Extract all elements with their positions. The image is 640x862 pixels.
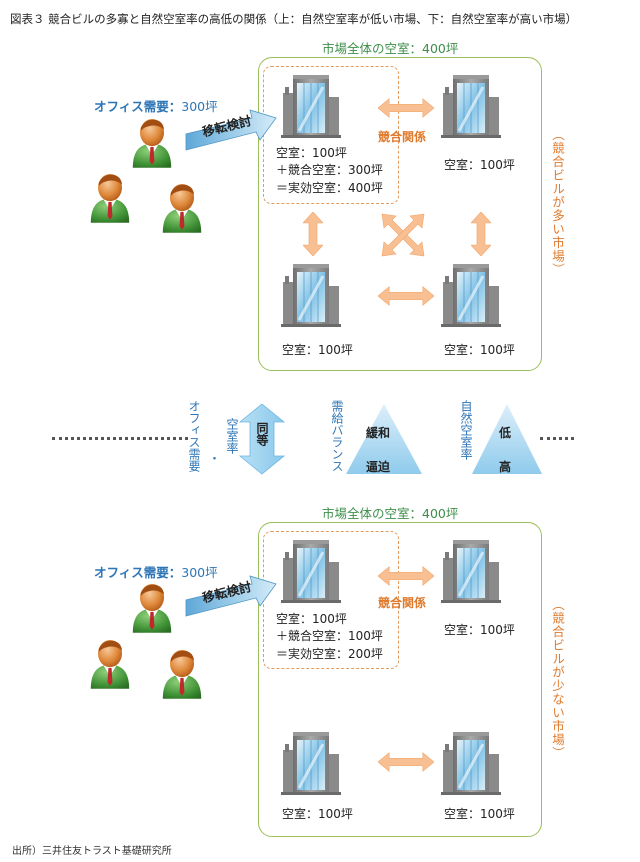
building-icon: [440, 730, 502, 796]
triangle-balance-icon: [346, 404, 422, 474]
person-icon: [128, 115, 176, 171]
natural-vacancy-label: 自然空室率: [459, 400, 473, 460]
middle-dot: ・: [207, 452, 221, 464]
triangle-top-label: 緩和: [366, 426, 391, 440]
building-icon: [280, 73, 342, 139]
source-note: 出所）三井住友トラスト基礎研究所: [12, 846, 172, 857]
top-market-title: 市場全体の空室：400坪: [322, 41, 459, 56]
triangle-low-label: 低: [499, 426, 512, 440]
person-icon: [86, 170, 134, 226]
bottom-demand-value: 300坪: [181, 565, 218, 580]
building-icon: [280, 538, 342, 604]
triangle-vacancy-icon: [472, 404, 542, 474]
competition-arrow-icon: [378, 286, 434, 306]
bottom-vacancy-br: 空室：100坪: [444, 807, 515, 821]
equal-arrow-icon: [238, 403, 286, 475]
top-office-demand: オフィス需要：300坪: [94, 96, 218, 115]
person-icon: [128, 580, 176, 636]
top-demand-label: オフィス需要：: [94, 99, 182, 114]
bottom-vacancy-tr: 空室：100坪: [444, 623, 515, 637]
top-vacancy-br: 空室：100坪: [444, 343, 515, 357]
dotted-divider-left: [52, 437, 188, 442]
vacancy-line: ＝実効空室：400坪: [276, 180, 383, 195]
competition-arrow-icon: [378, 98, 434, 118]
competition-arrow-icon: [471, 212, 491, 256]
vacancy-line: ＋競合空室：100坪: [276, 629, 383, 644]
vacancy-line: ＝実効空室：200坪: [276, 646, 383, 661]
bottom-main-vacancy: 空室：100坪 ＋競合空室：100坪 ＝実効空室：200坪: [276, 611, 383, 663]
building-icon: [440, 73, 502, 139]
competition-arrow-icon: [378, 752, 434, 772]
top-demand-value: 300坪: [181, 99, 218, 114]
top-side-note: （競合ビルが多い市場）: [550, 128, 565, 277]
competition-arrow-icon: [378, 566, 434, 586]
triangle-high-label: 高: [499, 460, 512, 474]
person-icon: [158, 180, 206, 236]
bottom-vacancy-bl: 空室：100坪: [282, 807, 353, 821]
person-icon: [86, 636, 134, 692]
building-icon: [440, 538, 502, 604]
bottom-market-title: 市場全体の空室：400坪: [322, 506, 459, 521]
equal-label: 同等: [255, 422, 269, 446]
building-icon: [440, 262, 502, 328]
cross-arrows-icon: [381, 213, 425, 257]
top-main-vacancy: 空室：100坪 ＋競合空室：300坪 ＝実効空室：400坪: [276, 145, 383, 197]
top-vacancy-tr: 空室：100坪: [444, 158, 515, 172]
bottom-side-note: （競合ビルが少ない市場）: [550, 598, 565, 760]
figure-title: 図表３ 競合ビルの多寡と自然空室率の高低の関係（上：自然空室率が低い市場、下：自…: [10, 12, 578, 26]
relocation-arrow-icon: [185, 575, 277, 617]
vacancy-line: 空室：100坪: [276, 612, 347, 626]
vacancy-line: 空室：100坪: [276, 146, 347, 160]
bottom-competition-label: 競合関係: [378, 596, 427, 610]
competition-arrow-icon: [303, 212, 323, 256]
person-icon: [158, 646, 206, 702]
dotted-divider-right: [540, 437, 574, 442]
supply-demand-label: 需給バランス: [330, 400, 344, 472]
office-demand-label: オフィス需要: [187, 400, 201, 472]
vacancy-line: ＋競合空室：300坪: [276, 163, 383, 178]
relocation-arrow-icon: [185, 109, 277, 151]
building-icon: [280, 262, 342, 328]
triangle-bottom-label: 逼迫: [366, 460, 391, 474]
bottom-office-demand: オフィス需要：300坪: [94, 562, 218, 581]
top-vacancy-bl: 空室：100坪: [282, 343, 353, 357]
bottom-demand-label: オフィス需要：: [94, 565, 182, 580]
top-competition-label: 競合関係: [378, 130, 427, 144]
vacancy-rate-label: 空室率: [225, 418, 239, 454]
building-icon: [280, 730, 342, 796]
